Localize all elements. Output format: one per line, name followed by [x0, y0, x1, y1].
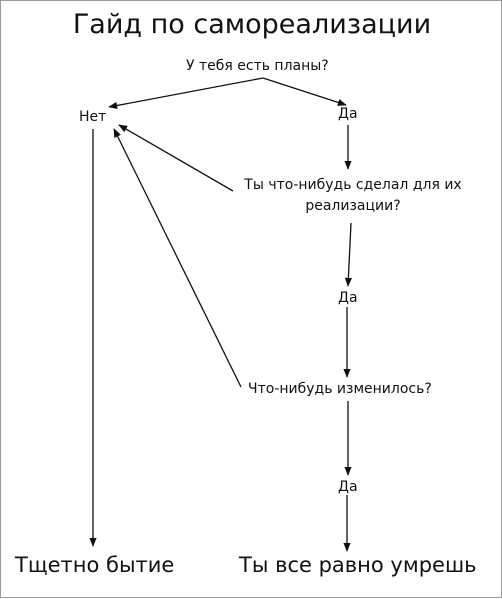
page-title: Гайд по самореализации	[72, 9, 432, 40]
edge-did-to-yes-2	[344, 222, 353, 287]
end-you-will-die: Ты все равно умрешь	[239, 553, 477, 577]
edge-changed-to-no	[113, 128, 242, 388]
edge-did-to-no	[118, 124, 234, 192]
node-no: Нет	[79, 109, 107, 125]
node-anything-changed: Что-нибудь изменилось?	[248, 381, 432, 397]
node-have-plans: У тебя есть планы?	[186, 58, 329, 74]
node-did-something-line-1: Ты что-нибудь сделал для их	[244, 177, 462, 193]
node-yes-1: Да	[338, 106, 358, 122]
node-did-something-line-2: реализации?	[305, 198, 401, 215]
edge-plans-to-yes-1	[262, 77, 347, 106]
node-did-something: Ты что-нибудь сделал для их реализации?	[233, 177, 473, 214]
end-vain-existence: Тщетно бытие	[15, 553, 175, 577]
node-yes-3: Да	[338, 479, 358, 495]
node-yes-2: Да	[338, 290, 358, 306]
edge-plans-to-no	[108, 77, 264, 110]
